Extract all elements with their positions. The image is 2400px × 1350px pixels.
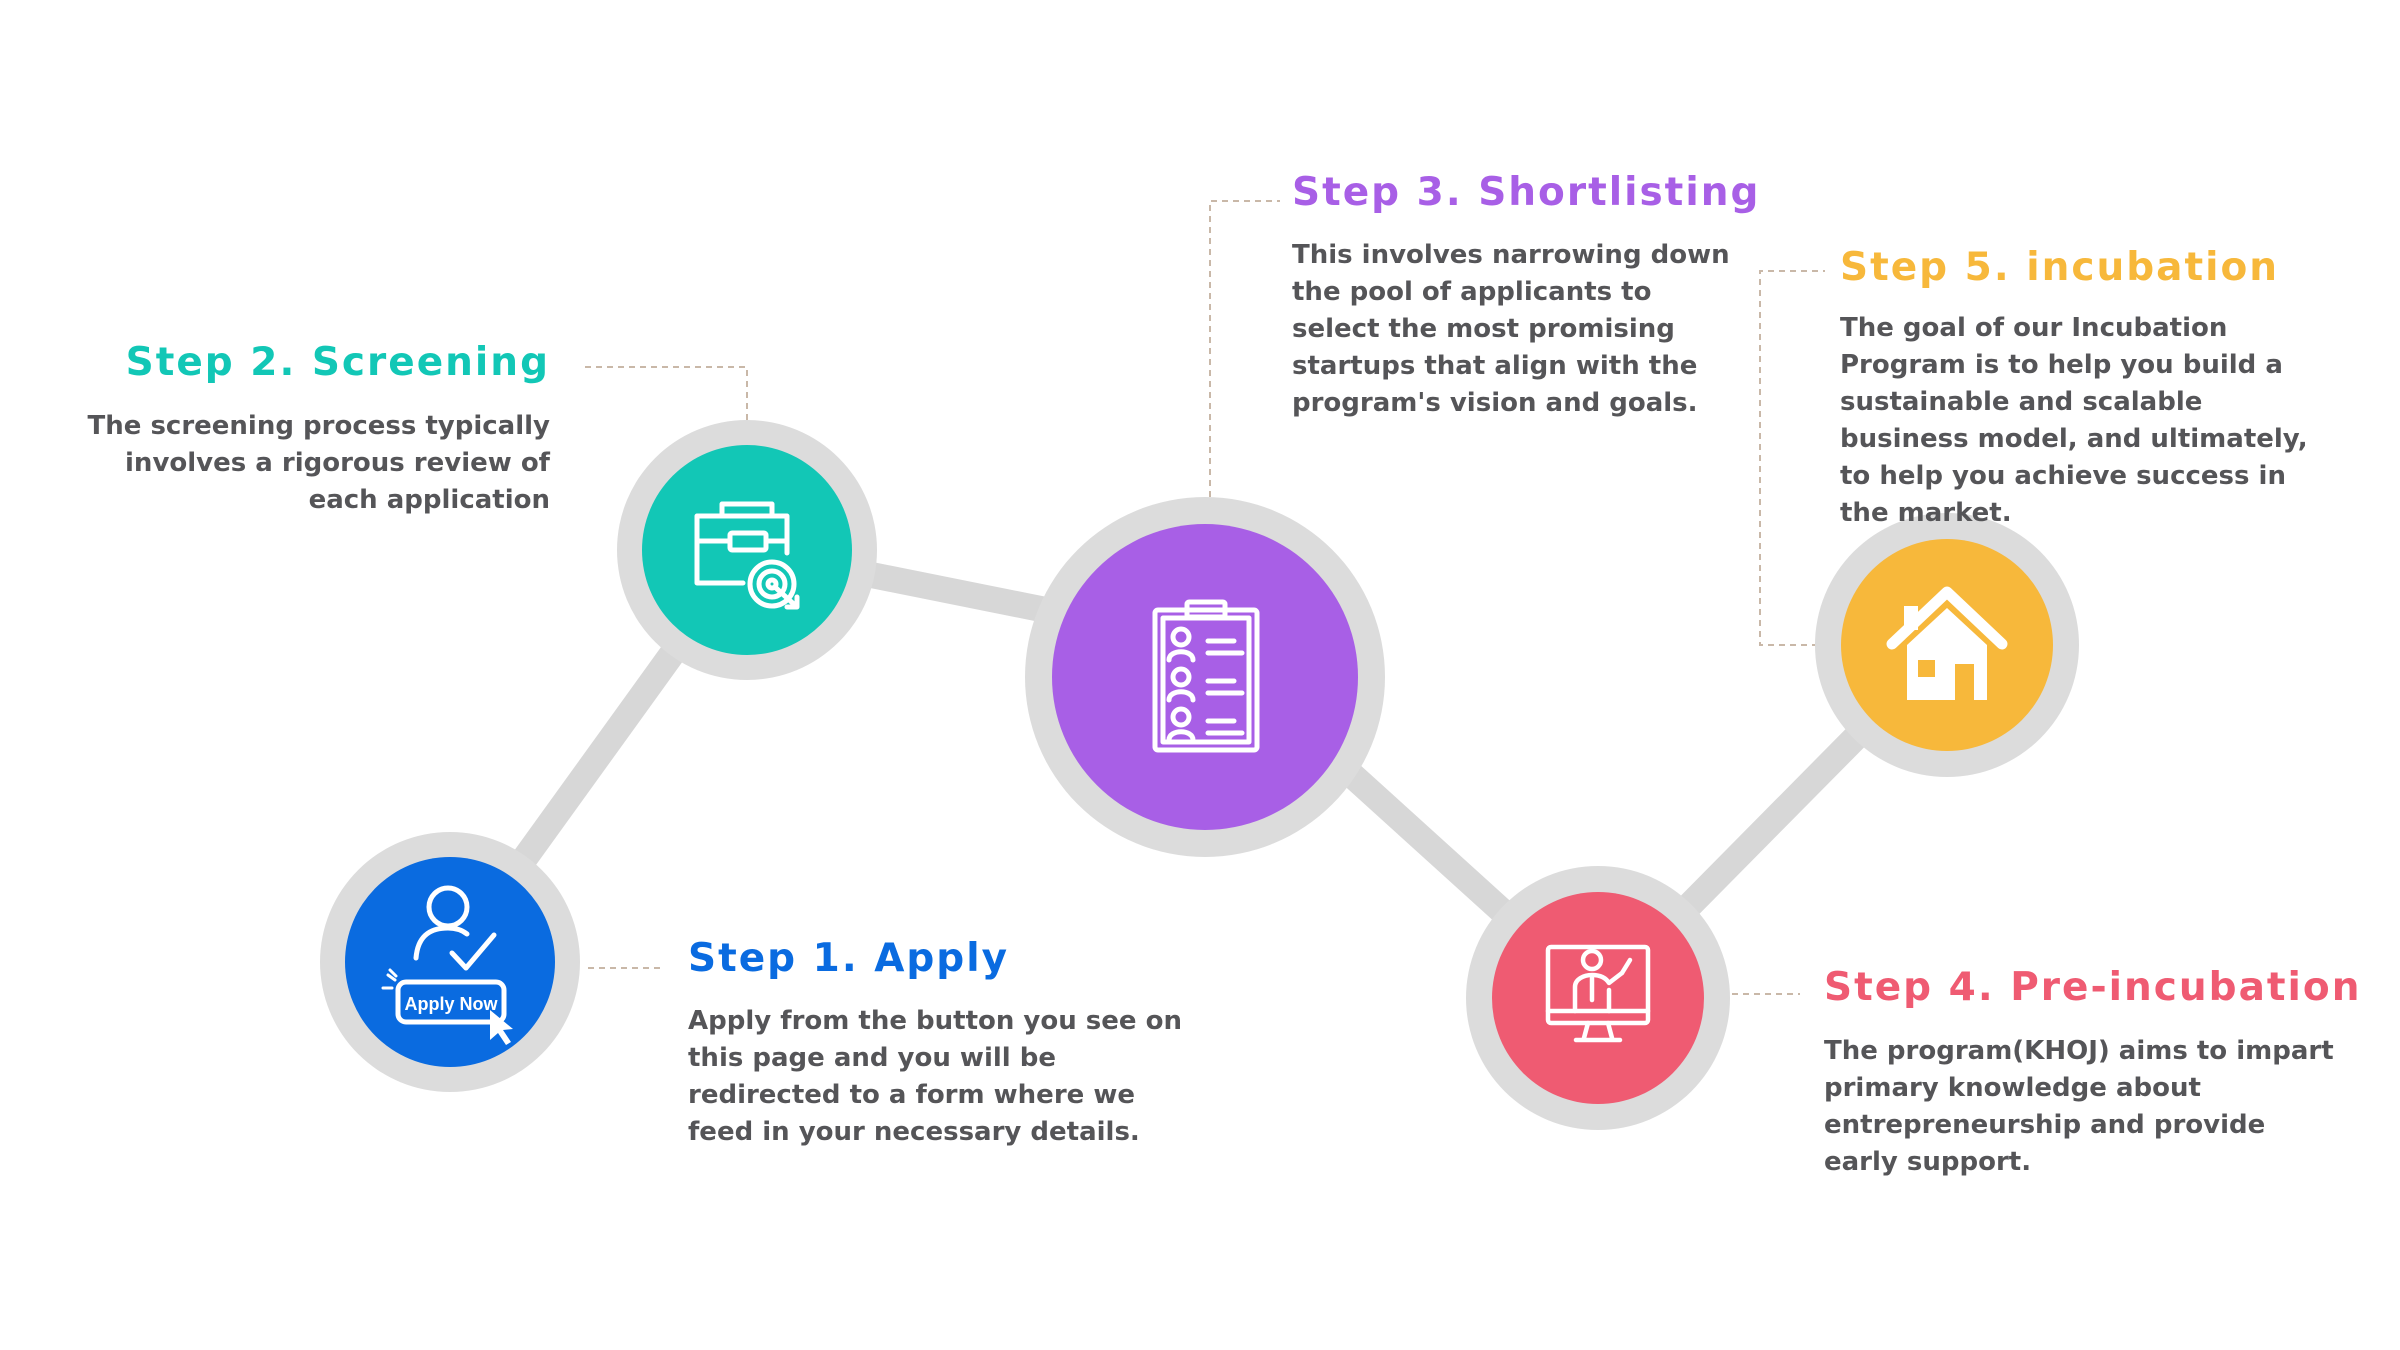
step5-description: The goal of our Incubation Program is to… [1840, 313, 2308, 528]
leader-lines [585, 200, 1825, 995]
step3-node [1025, 497, 1385, 857]
step2-description: The screening process typically involves… [87, 411, 550, 515]
step1-title: Step 1. Apply [688, 936, 1010, 981]
step2-title: Step 2. Screening [125, 340, 550, 385]
leader-line-step2 [585, 366, 748, 420]
clipboard-candidates-icon [1152, 599, 1260, 753]
step4-node [1466, 866, 1730, 1130]
user-check-apply-now-icon [381, 885, 513, 1045]
leader-line-step3 [1209, 200, 1280, 497]
step4-title: Step 4. Pre-incubation [1824, 965, 2362, 1010]
step1-description: Apply from the button you see on this pa… [688, 1006, 1182, 1147]
step3-description: This involves narrowing down the pool of… [1292, 240, 1730, 418]
step3-circle [1052, 524, 1358, 830]
step3-title: Step 3. Shortlisting [1292, 170, 1761, 215]
briefcase-target-icon [694, 501, 800, 610]
step1-node: Apply Now [320, 832, 580, 1092]
step2-node [617, 420, 877, 680]
house-icon [1886, 586, 2008, 700]
step4-description: The program(KHOJ) aims to impart primary… [1824, 1036, 2334, 1177]
presenter-monitor-icon [1545, 944, 1651, 1043]
apply-now-label: Apply Now [405, 994, 499, 1014]
leader-line-step5 [1759, 270, 1825, 646]
step5-title: Step 5. incubation [1840, 245, 2280, 290]
step5-node [1815, 513, 2079, 777]
step4-circle [1492, 892, 1704, 1104]
